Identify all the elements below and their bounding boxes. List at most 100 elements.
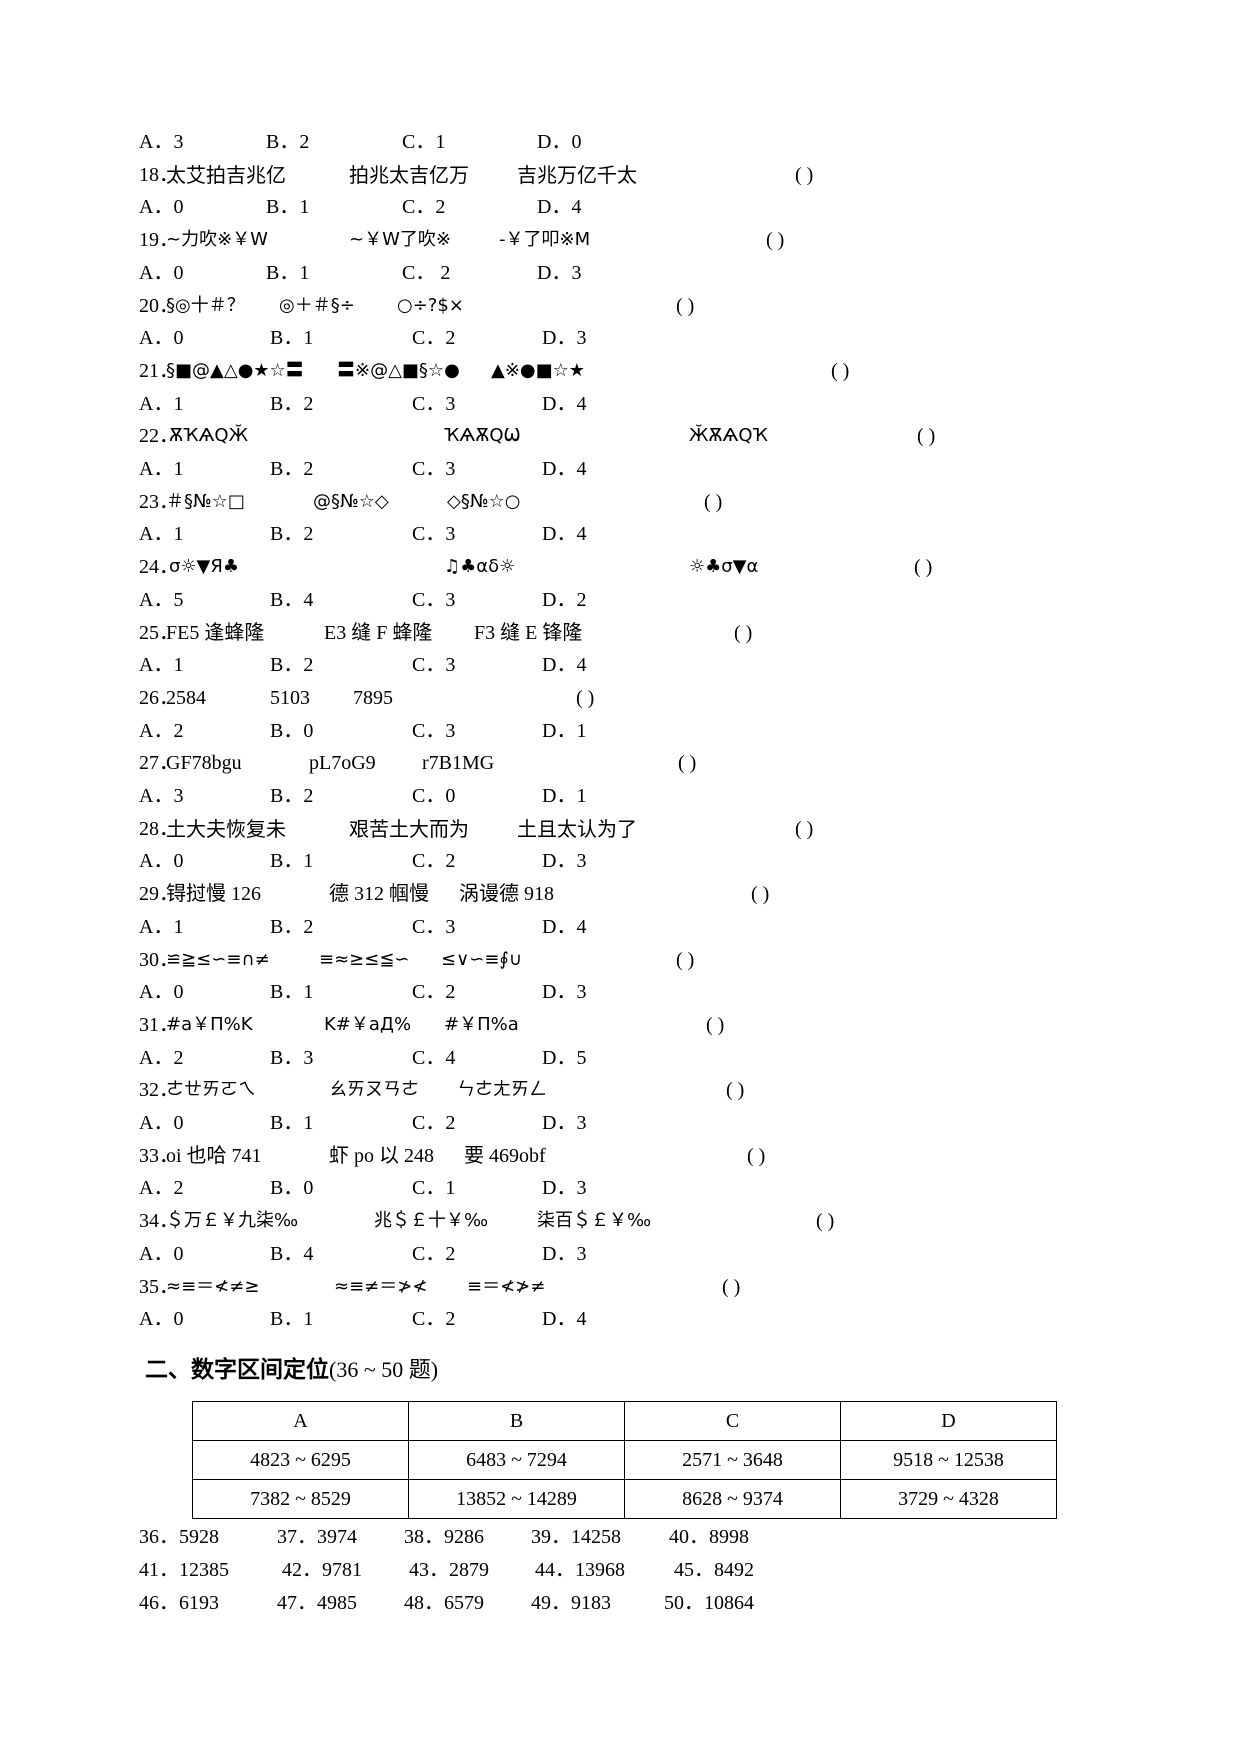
answer-option-a[interactable]: A．0 [139,1242,184,1265]
comparison-string: GF78bgu [166,752,242,775]
answer-option-b[interactable]: B．2 [270,458,314,480]
answer-option-c[interactable]: C．3 [412,523,456,546]
answer-option-d[interactable]: D．0 [537,131,582,153]
answer-option-c[interactable]: C．3 [412,458,456,480]
answer-option-b[interactable]: B．1 [270,1112,314,1134]
answer-option-c[interactable]: C．2 [412,327,456,350]
answer-blank[interactable]: ( ) [676,294,695,317]
answer-blank[interactable]: ( ) [914,556,933,579]
answer-option-a[interactable]: A．3 [139,131,184,153]
answer-option-d[interactable]: D．4 [542,458,587,480]
answer-option-b[interactable]: B．2 [270,523,314,546]
answer-option-a[interactable]: A．1 [139,458,184,480]
question-number: 18． [139,163,179,186]
answer-option-c[interactable]: C．2 [402,196,446,219]
answer-option-a[interactable]: A．1 [139,654,184,677]
answer-option-a[interactable]: A．0 [139,981,184,1004]
comparison-string: ◇§№☆○ [447,490,521,512]
answer-option-a[interactable]: A．0 [139,196,184,219]
answer-option-d[interactable]: D．1 [542,785,587,807]
answer-option-b[interactable]: B．4 [270,588,314,611]
answer-blank[interactable]: ( ) [726,1079,745,1102]
answer-blank[interactable]: ( ) [795,163,814,186]
answer-option-c[interactable]: C．0 [412,785,456,807]
answer-option-c[interactable]: C．3 [412,588,456,611]
answer-blank[interactable]: ( ) [722,1275,741,1298]
answer-option-d[interactable]: D．4 [542,523,587,546]
answer-option-b[interactable]: B．2 [270,392,314,415]
answer-option-a[interactable]: A．2 [139,1177,184,1200]
answer-option-b[interactable]: B．2 [270,915,314,938]
answer-option-c[interactable]: C．2 [412,1112,456,1134]
answer-option-a[interactable]: A．5 [139,588,184,611]
interval-item: 50．10864 [664,1592,754,1614]
answer-option-b[interactable]: B．2 [270,654,314,677]
answer-option-c[interactable]: C．1 [402,131,446,153]
answer-option-b[interactable]: B．1 [270,1308,314,1331]
answer-option-b[interactable]: B．1 [266,196,310,219]
answer-option-b[interactable]: B．2 [270,785,314,807]
answer-option-a[interactable]: A．0 [139,261,184,284]
answer-blank[interactable]: ( ) [706,1013,725,1036]
answer-option-c[interactable]: C．4 [412,1046,456,1069]
answer-option-d[interactable]: D．4 [542,392,587,415]
answer-option-a[interactable]: A．3 [139,785,184,807]
answer-option-c[interactable]: C．2 [412,850,456,873]
answer-option-d[interactable]: D．4 [542,915,587,938]
answer-option-b[interactable]: B．0 [270,719,314,742]
answer-option-d[interactable]: D．3 [542,981,587,1004]
answer-option-d[interactable]: D．3 [542,1177,587,1200]
answer-option-b[interactable]: B．4 [270,1242,314,1265]
answer-option-b[interactable]: B．0 [270,1177,314,1200]
answer-option-d[interactable]: D．3 [542,1242,587,1265]
answer-option-a[interactable]: A．2 [139,719,184,742]
answer-option-b[interactable]: B．3 [270,1046,314,1069]
answer-option-c[interactable]: C．2 [412,1308,456,1331]
answer-option-a[interactable]: A．1 [139,523,184,546]
answer-blank[interactable]: ( ) [831,359,850,382]
answer-option-c[interactable]: C．3 [412,654,456,677]
answer-option-d[interactable]: D．3 [542,327,587,350]
answer-option-a[interactable]: A．0 [139,1112,184,1134]
answer-blank[interactable]: ( ) [751,883,770,906]
answer-option-d[interactable]: D．4 [537,196,582,219]
answer-option-d[interactable]: D．3 [542,850,587,873]
answer-option-a[interactable]: A．1 [139,915,184,938]
answer-blank[interactable]: ( ) [678,752,697,775]
answer-blank[interactable]: ( ) [917,425,936,448]
answer-option-d[interactable]: D．3 [537,261,582,284]
answer-option-c[interactable]: C．3 [412,915,456,938]
answer-option-a[interactable]: A．0 [139,327,184,350]
answer-option-d[interactable]: D．3 [542,1112,587,1134]
answer-option-c[interactable]: C．1 [412,1177,456,1200]
answer-blank[interactable]: ( ) [816,1210,835,1233]
answer-option-c[interactable]: C．2 [412,981,456,1004]
answer-blank[interactable]: ( ) [795,817,814,840]
interval-cell: 6483 ~ 7294 [408,1440,625,1480]
answer-option-b[interactable]: B．2 [266,131,310,153]
answer-option-c[interactable]: C． 2 [402,261,451,284]
answer-blank[interactable]: ( ) [676,948,695,971]
answer-option-d[interactable]: D．5 [542,1046,587,1069]
answer-blank[interactable]: ( ) [747,1144,766,1167]
answer-blank[interactable]: ( ) [704,490,723,513]
answer-option-a[interactable]: A．0 [139,850,184,873]
answer-option-b[interactable]: B．1 [270,850,314,873]
comparison-string: ≈≡＝≮≠≥ [166,1275,260,1297]
answer-option-a[interactable]: A．1 [139,392,184,415]
answer-blank[interactable]: ( ) [734,621,753,644]
answer-option-a[interactable]: A．0 [139,1308,184,1331]
answer-option-d[interactable]: D．4 [542,654,587,677]
answer-option-d[interactable]: D．4 [542,1308,587,1331]
answer-blank[interactable]: ( ) [576,686,595,709]
answer-option-c[interactable]: C．3 [412,392,456,415]
answer-option-c[interactable]: C．2 [412,1242,456,1265]
answer-option-a[interactable]: A．2 [139,1046,184,1069]
answer-option-d[interactable]: D．1 [542,719,587,742]
answer-option-c[interactable]: C．3 [412,719,456,742]
answer-option-d[interactable]: D．2 [542,588,587,611]
answer-option-b[interactable]: B．1 [270,981,314,1004]
answer-option-b[interactable]: B．1 [266,261,310,284]
answer-blank[interactable]: ( ) [766,229,785,252]
answer-option-b[interactable]: B．1 [270,327,314,350]
